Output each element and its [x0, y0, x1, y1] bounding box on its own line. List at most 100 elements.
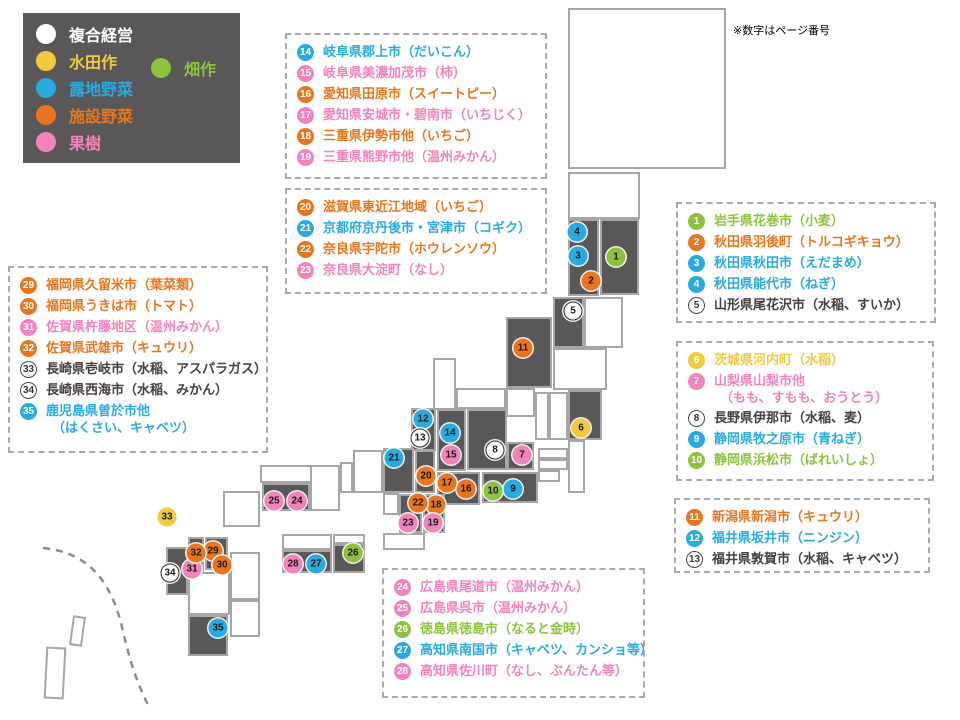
map-marker-12: 12: [413, 409, 433, 429]
region-list-item-text: 愛知県田原市（スイートピー）: [323, 85, 505, 102]
legend-item-orange: 施設野菜: [36, 101, 133, 128]
region-list-item-line: 福岡県うきは市（トマト）: [46, 298, 203, 313]
map-tile-kanagawa: [538, 470, 560, 482]
map-marker-10: 10: [483, 481, 503, 501]
legend-item-label: 露地野菜: [69, 81, 134, 99]
region-list-item: 30 福岡県うきは市（トマト）: [20, 297, 258, 315]
number-badge-5: 5: [688, 297, 705, 314]
region-list-item: 32 佐賀県武雄市（キュウリ）: [20, 339, 258, 357]
region-list-item-line: 滋賀県東近江地域（いちご）: [323, 199, 493, 214]
region-list-item-line: 長崎県壱岐市（水稲、アスパラガス）: [46, 361, 268, 376]
map-marker-14: 14: [440, 423, 460, 443]
orange-circle-icon: [36, 104, 56, 125]
legend: 複合経営水田作露地野菜施設野菜果樹 畑作: [23, 13, 240, 163]
region-list-item-text: 岐阜県郡上市（だいこん）: [323, 43, 479, 60]
yellow-circle-icon: [36, 50, 56, 71]
region-list-item-line: 山梨県山梨市他: [714, 373, 806, 388]
number-badge-19: 19: [297, 149, 314, 166]
map-tile-shikoku-nw: [282, 534, 332, 550]
region-list-item-text: 広島県呉市（温州みかん）: [420, 599, 576, 616]
map-tile-aomori: [568, 172, 640, 219]
page-number-note: ※数字はページ番号: [733, 25, 830, 37]
region-list-item-text: 京都府京丹後市・宮津市（コギク）: [323, 219, 531, 236]
region-list-item-line: 静岡県牧之原市（青ねぎ）: [714, 431, 871, 446]
map-marker-34: 34: [160, 563, 180, 583]
map-tile-hokkaido: [568, 8, 726, 169]
number-badge-16: 16: [297, 86, 314, 103]
map-tile-tokyo: [538, 459, 568, 470]
number-badge-3: 3: [688, 255, 705, 272]
region-list-item-line: 茨城県河内町（水稲）: [714, 352, 845, 367]
legend-item-pink: 果樹: [36, 128, 133, 155]
region-list-item-text: 高知県南国市（キャベツ、カンショ等）: [420, 641, 653, 658]
map-tile-ishikawa: [433, 358, 456, 410]
number-badge-25: 25: [394, 600, 411, 617]
map-marker-15: 15: [441, 445, 461, 465]
number-badge-34: 34: [20, 382, 37, 399]
map-tile-tochigi: [549, 392, 568, 440]
map-marker-16: 16: [456, 479, 476, 499]
number-badge-29: 29: [20, 277, 37, 294]
region-list-item-line: 高知県佐川町（なし、ぶんたん等）: [420, 663, 629, 678]
region-list-item-line: 岐阜県郡上市（だいこん）: [323, 44, 480, 59]
map-marker-3: 3: [568, 246, 588, 266]
map-tile-tottori-e: [340, 462, 353, 493]
region-list-item-text: 秋田県羽後町（トルコギキョウ）: [714, 233, 909, 250]
map-marker-13: 13: [410, 428, 430, 448]
map-marker-8: 8: [485, 440, 505, 460]
number-badge-2: 2: [688, 234, 705, 251]
map-tile-osaka: [383, 493, 399, 515]
region-list-item-text: 鹿児島県曽於市他（はくさい、キャベツ）: [46, 402, 195, 436]
region-list-item-text: 広島県尾道市（温州みかん）: [420, 578, 589, 595]
map-marker-31: 31: [182, 559, 202, 579]
number-badge-20: 20: [297, 199, 314, 216]
map-tile-yamaguchi: [223, 491, 260, 527]
number-badge-32: 32: [20, 340, 37, 357]
number-badge-6: 6: [688, 352, 705, 369]
legend-item-yellow: 水田作: [36, 47, 133, 74]
region-list-item-text: 福井県坂井市（ニンジン）: [712, 529, 868, 546]
island-tile: [43, 646, 67, 700]
region-list-item-text: 茨城県河内町（水稲）: [714, 351, 844, 368]
region-list-item-text: 滋賀県東近江地域（いちご）: [323, 198, 492, 215]
region-list-item: 2 秋田県羽後町（トルコギキョウ）: [688, 233, 926, 251]
map-tile-wakayama: [383, 533, 425, 550]
region-list-item-text: 三重県伊勢市他（いちご）: [323, 127, 479, 144]
map-tile-chiba: [568, 440, 585, 493]
pink-circle-icon: [36, 131, 56, 152]
number-badge-30: 30: [20, 298, 37, 315]
region-list-item-line: 秋田県能代市（ねぎ）: [714, 276, 845, 291]
map-tile-sanin: [260, 465, 312, 483]
map-marker-28: 28: [283, 554, 303, 574]
region-list-item-text: 静岡県牧之原市（青ねぎ）: [714, 430, 870, 447]
map-marker-1: 1: [606, 247, 626, 267]
number-badge-1: 1: [688, 213, 705, 230]
number-badge-13: 13: [686, 551, 703, 568]
number-badge-8: 8: [688, 410, 705, 427]
legend-item-label: 複合経営: [69, 27, 134, 45]
green-circle-icon: [151, 57, 171, 78]
region-list-item-text: 奈良県宇陀市（ホウレンソウ）: [323, 240, 505, 257]
map-tile-fukushima: [553, 348, 607, 390]
number-badge-12: 12: [686, 530, 703, 547]
map-marker-33: 33: [157, 507, 177, 527]
region-list-item-text: 佐賀県武雄市（キュウリ）: [46, 339, 202, 356]
